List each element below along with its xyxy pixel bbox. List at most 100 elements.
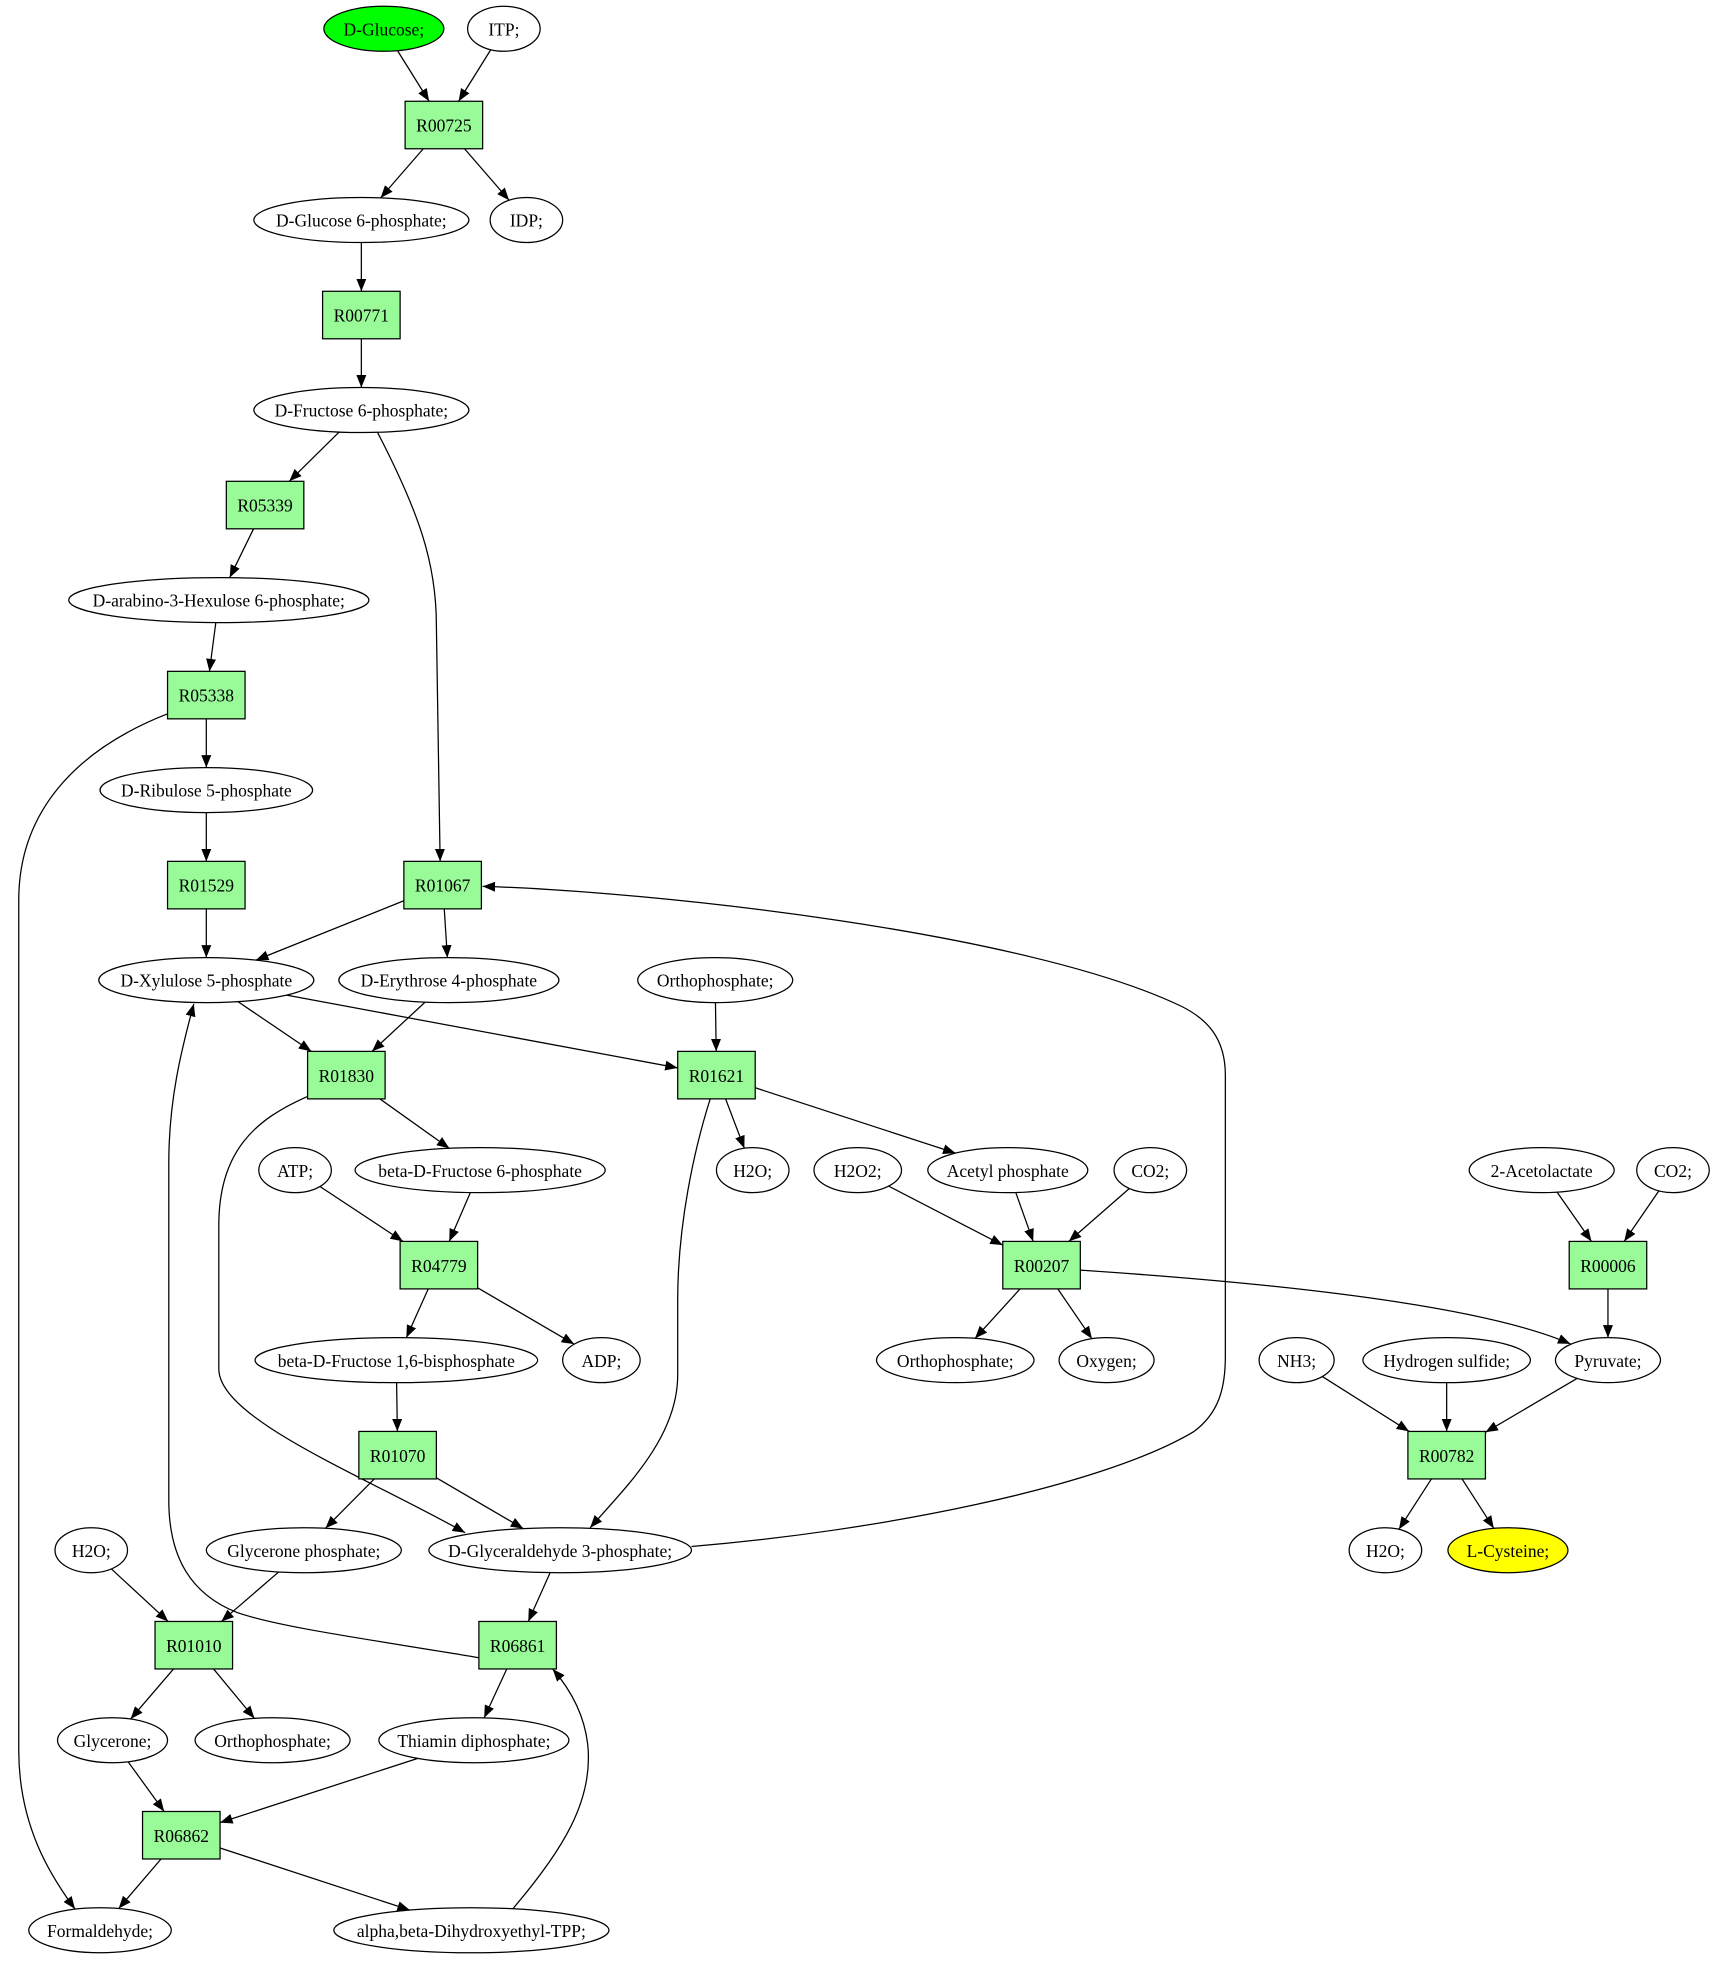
edge-arrow bbox=[218, 1095, 466, 1534]
compound-label: D-Fructose 6-phosphate; bbox=[275, 401, 449, 421]
compound-ellipse bbox=[1554, 1337, 1662, 1384]
compound-label: ATP; bbox=[277, 1161, 313, 1181]
edge-arrow bbox=[441, 908, 452, 958]
compound-node-beta-d-fructose-6-phosphate: beta-D-Fructose 6-phosphate bbox=[354, 1147, 606, 1194]
compound-label: D-Xylulose 5-phosphate bbox=[121, 971, 293, 991]
compound-node-itp: ITP; bbox=[467, 5, 541, 52]
compound-ellipse bbox=[54, 1527, 129, 1574]
edge-arrow bbox=[18, 713, 168, 1910]
compound-label: Oxygen; bbox=[1076, 1351, 1136, 1371]
edge-arrow bbox=[286, 994, 678, 1071]
reaction-node-r01830: R01830 bbox=[306, 1050, 386, 1100]
reaction-node-r00725: R00725 bbox=[404, 100, 484, 150]
compound-label: Glycerone phosphate; bbox=[227, 1541, 380, 1561]
edge-arrow bbox=[380, 148, 424, 199]
compound-label: ITP; bbox=[488, 19, 519, 39]
compound-label: ADP; bbox=[581, 1351, 621, 1371]
compound-label: Orthophosphate; bbox=[657, 971, 774, 991]
reaction-node-r00771: R00771 bbox=[321, 290, 401, 340]
compound-ellipse bbox=[1113, 1147, 1188, 1194]
reaction-box bbox=[225, 480, 305, 530]
compound-label: H2O; bbox=[72, 1541, 111, 1561]
compound-label: Acetyl phosphate bbox=[947, 1161, 1069, 1181]
edge-arrow bbox=[220, 1571, 280, 1622]
compound-node-atp: ATP; bbox=[258, 1147, 332, 1194]
edge-arrow bbox=[1080, 1269, 1571, 1345]
compound-ellipse bbox=[378, 1717, 570, 1764]
compound-label: beta-D-Fructose 1,6-bisphosphate bbox=[278, 1351, 515, 1371]
compound-ellipse bbox=[813, 1147, 903, 1194]
edge-arrow bbox=[237, 1001, 312, 1052]
edge-arrow bbox=[1015, 1192, 1034, 1242]
compound-label: IDP; bbox=[510, 211, 543, 231]
compound-node-2-acetolactate: 2-Acetolactate bbox=[1468, 1147, 1615, 1194]
edge-arrow bbox=[755, 1087, 956, 1155]
reaction-label: R05338 bbox=[179, 686, 235, 706]
reaction-box bbox=[1568, 1240, 1648, 1290]
compound-label: Pyruvate; bbox=[1574, 1351, 1641, 1371]
edge-arrow bbox=[974, 1288, 1021, 1339]
edge-arrow bbox=[392, 1382, 403, 1432]
compound-ellipse bbox=[28, 1907, 172, 1954]
reaction-box bbox=[166, 670, 246, 720]
compound-label: D-Glyceraldehyde 3-phosphate; bbox=[448, 1541, 672, 1561]
compound-label: L-Cysteine; bbox=[1467, 1541, 1550, 1561]
compound-node-acetyl-phosphate: Acetyl phosphate bbox=[927, 1147, 1089, 1194]
edge-arrow bbox=[724, 1098, 745, 1149]
compound-node-d-glucose: D-Glucose; bbox=[323, 5, 445, 52]
compound-node-beta-d-fructose-1-6-bisphosphate: beta-D-Fructose 1,6-bisphosphate bbox=[254, 1337, 539, 1384]
edge-arrow bbox=[219, 1757, 419, 1824]
compound-ellipse bbox=[354, 1147, 606, 1194]
compound-ellipse bbox=[927, 1147, 1089, 1194]
compound-ellipse bbox=[98, 956, 315, 1004]
reaction-box bbox=[141, 1810, 221, 1860]
edge-arrow bbox=[325, 1478, 375, 1529]
compound-node-hydrogen-sulfide: Hydrogen sulfide; bbox=[1362, 1337, 1532, 1384]
edge-arrow bbox=[483, 1668, 508, 1719]
compound-node-adp: ADP; bbox=[562, 1337, 641, 1384]
compound-ellipse bbox=[258, 1147, 332, 1194]
reaction-label: R01830 bbox=[319, 1066, 375, 1086]
reaction-node-r00782: R00782 bbox=[1407, 1430, 1487, 1480]
edge-arrow bbox=[1461, 1478, 1495, 1529]
compound-label: D-Erythrose 4-phosphate bbox=[361, 971, 538, 991]
edge-arrow bbox=[1057, 1288, 1093, 1340]
reaction-node-r01067: R01067 bbox=[403, 860, 483, 910]
compound-label: Thiamin diphosphate; bbox=[397, 1731, 550, 1751]
edge-arrow bbox=[130, 1668, 175, 1720]
reaction-label: R00771 bbox=[334, 306, 389, 326]
reaction-box bbox=[166, 860, 246, 910]
compound-node-d-glucose-6-phosphate: D-Glucose 6-phosphate; bbox=[253, 196, 470, 244]
edge-arrow bbox=[527, 1572, 551, 1622]
compound-label: Orthophosphate; bbox=[897, 1351, 1014, 1371]
compound-ellipse bbox=[1348, 1527, 1423, 1574]
reaction-box bbox=[403, 860, 483, 910]
reaction-label: R00725 bbox=[416, 116, 472, 136]
compound-node-co2: CO2; bbox=[1113, 1147, 1188, 1194]
compound-node-co2: CO2; bbox=[1636, 1147, 1710, 1194]
compound-label: beta-D-Fructose 6-phosphate bbox=[378, 1161, 582, 1181]
compound-label: Glycerone; bbox=[74, 1731, 152, 1751]
compound-ellipse bbox=[428, 1527, 693, 1574]
edge-arrow bbox=[589, 1098, 711, 1529]
edge-arrow bbox=[127, 1761, 165, 1812]
compound-node-h2o: H2O; bbox=[715, 1147, 790, 1194]
reaction-node-r04779: R04779 bbox=[399, 1240, 479, 1290]
compound-ellipse bbox=[323, 5, 445, 52]
reaction-label: R06861 bbox=[490, 1636, 545, 1656]
edges-layer bbox=[18, 49, 1660, 1911]
compound-ellipse bbox=[1258, 1337, 1335, 1384]
compound-ellipse bbox=[99, 766, 314, 814]
edge-arrow bbox=[1556, 1191, 1592, 1242]
compound-ellipse bbox=[205, 1527, 402, 1574]
reaction-label: R01070 bbox=[370, 1446, 426, 1466]
edge-arrow bbox=[168, 1003, 479, 1659]
reaction-box bbox=[321, 290, 401, 340]
compound-ellipse bbox=[253, 386, 470, 434]
edge-arrow bbox=[206, 622, 217, 672]
edge-arrow bbox=[512, 1668, 590, 1910]
compound-node-orthophosphate: Orthophosphate; bbox=[637, 956, 794, 1004]
reaction-node-r05338: R05338 bbox=[166, 670, 246, 720]
compound-label: H2O2; bbox=[834, 1161, 882, 1181]
